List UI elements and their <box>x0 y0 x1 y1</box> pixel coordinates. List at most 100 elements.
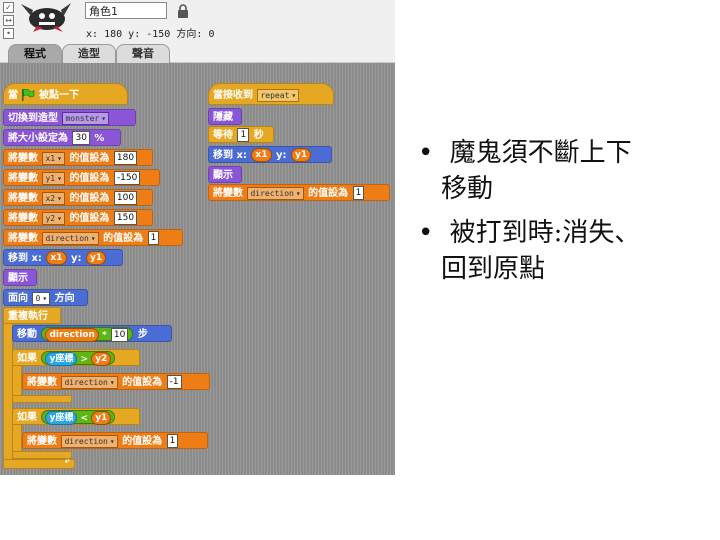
wait-block[interactable]: 等待 1 秒 <box>208 126 274 143</box>
move-steps-block[interactable]: 移動 direction * 10 步 <box>12 325 172 342</box>
switch-costume-block[interactable]: 切換到造型 monster <box>3 109 136 126</box>
block-label: 的值設為 <box>308 188 349 199</box>
set-variable-block[interactable]: 將變數 y2 的值設為 150 <box>3 209 153 226</box>
variable-dropdown[interactable]: direction <box>42 231 99 245</box>
y-reporter[interactable]: y1 <box>86 251 107 265</box>
sprite-header: ✓ ↔ • 角色1 x: 180 y: -150 方向: 0 程式 造型 聲音 <box>0 0 395 63</box>
set-variable-block[interactable]: 將變數 x2 的值設為 100 <box>3 189 153 206</box>
variable-dropdown[interactable]: x2 <box>42 191 65 205</box>
variable-dropdown[interactable]: x1 <box>42 151 65 165</box>
show-block[interactable]: 顯示 <box>3 269 37 286</box>
rotation-style-checkbox[interactable]: ✓ <box>3 2 14 13</box>
forever-block-bottom: ↲ <box>3 456 75 469</box>
when-flag-clicked-block[interactable]: 當 被點一下 <box>3 83 128 105</box>
block-label: 移到 x: <box>8 253 42 264</box>
value-input[interactable]: 1 <box>352 186 365 200</box>
variable-dropdown[interactable]: direction <box>247 186 304 200</box>
set-variable-block[interactable]: 將變數 y1 的值設為 -150 <box>3 169 160 186</box>
sprite-name-field[interactable]: 角色1 <box>85 2 167 19</box>
if-block[interactable]: 如果 y座標 < y1 <box>12 408 140 425</box>
show-block[interactable]: 顯示 <box>208 166 242 183</box>
direction-dropdown[interactable]: 0 <box>32 291 51 305</box>
size-unit: % <box>94 133 105 144</box>
variable-dropdown[interactable]: y1 <box>42 171 65 185</box>
if-block-bottom <box>12 451 72 459</box>
block-label: 如果 <box>17 353 37 364</box>
steps-input[interactable]: 10 <box>110 328 129 342</box>
tab-costumes[interactable]: 造型 <box>62 44 116 63</box>
tab-sounds[interactable]: 聲音 <box>116 44 170 63</box>
forever-block[interactable]: 重複執行 <box>3 307 61 324</box>
bullet-item: • 被打到時:消失、 <box>418 215 640 251</box>
value-input[interactable]: 100 <box>113 191 138 205</box>
set-variable-block[interactable]: 將變數 direction 的值設為 1 <box>22 432 208 449</box>
rotation-lr-checkbox[interactable]: ↔ <box>3 15 14 26</box>
hat-suffix: 被點一下 <box>38 90 79 101</box>
value-input[interactable]: 1 <box>166 434 179 448</box>
block-label: y: <box>275 150 287 161</box>
x-reporter[interactable]: x1 <box>251 148 272 162</box>
set-variable-block[interactable]: 將變數 direction 的值設為 1 <box>3 229 183 246</box>
set-variable-block[interactable]: 將變數 direction 的值設為 1 <box>208 184 390 201</box>
tab-scripts[interactable]: 程式 <box>8 44 62 63</box>
variable-dropdown[interactable]: direction <box>61 375 118 389</box>
block-label: 切換到造型 <box>8 113 58 124</box>
y-value: -150 <box>146 29 171 40</box>
rotation-none-checkbox[interactable]: • <box>3 28 14 39</box>
if-block-bottom <box>12 395 72 403</box>
when-i-receive-block[interactable]: 當接收到 repeat <box>208 83 334 105</box>
operator-symbol: > <box>80 354 89 365</box>
value-input[interactable]: -150 <box>113 171 141 185</box>
bullet-text: 被打到時:消失、 <box>449 218 641 248</box>
if-block[interactable]: 如果 y座標 > y2 <box>12 349 140 366</box>
size-input[interactable]: 30 <box>72 131 90 145</box>
block-label: 如果 <box>17 412 37 423</box>
lock-icon[interactable] <box>177 4 189 18</box>
block-label: 的值設為 <box>69 213 110 224</box>
block-label: 的值設為 <box>69 173 110 184</box>
multiply-operator[interactable]: direction * 10 <box>41 327 134 342</box>
block-label: 將大小設定為 <box>8 133 68 144</box>
block-label: 將變數 <box>8 193 38 204</box>
less-than-operator[interactable]: y座標 < y1 <box>41 410 116 425</box>
block-label: 當接收到 <box>213 90 253 101</box>
y-position-reporter[interactable]: y座標 <box>45 411 78 425</box>
y-label: y: <box>128 29 141 40</box>
message-dropdown[interactable]: repeat <box>257 88 300 102</box>
scratch-editor: ✓ ↔ • 角色1 x: 180 y: -150 方向: 0 程式 造型 聲音 <box>0 0 395 475</box>
if-block-arm <box>12 365 22 399</box>
costume-dropdown[interactable]: monster <box>62 111 110 125</box>
green-flag-icon <box>22 89 35 101</box>
set-variable-block[interactable]: 將變數 x1 的值設為 180 <box>3 149 153 166</box>
direction-reporter[interactable]: direction <box>45 328 99 342</box>
seconds-input[interactable]: 1 <box>237 128 250 142</box>
block-label: 方向 <box>54 293 75 304</box>
go-to-xy-block[interactable]: 移到 x: x1 y: y1 <box>208 146 332 163</box>
set-size-block[interactable]: 將大小設定為 30 % <box>3 129 121 146</box>
block-label: 的值設為 <box>122 377 163 388</box>
x-reporter[interactable]: x1 <box>46 251 67 265</box>
sprite-coordinates: x: 180 y: -150 方向: 0 <box>86 25 214 40</box>
bullet-text: 魔鬼須不斷上下 <box>449 138 632 168</box>
y-reporter[interactable]: y1 <box>291 148 312 162</box>
greater-than-operator[interactable]: y座標 > y2 <box>41 351 116 366</box>
value-input[interactable]: -1 <box>166 375 182 389</box>
value-input[interactable]: 180 <box>113 151 138 165</box>
set-variable-block[interactable]: 將變數 direction 的值設為 -1 <box>22 373 210 390</box>
block-label: 移到 x: <box>213 150 247 161</box>
variable-reporter[interactable]: y1 <box>91 411 112 425</box>
block-label: 將變數 <box>213 188 243 199</box>
y-position-reporter[interactable]: y座標 <box>45 352 78 366</box>
value-input[interactable]: 1 <box>147 231 160 245</box>
variable-dropdown[interactable]: direction <box>61 434 118 448</box>
variable-reporter[interactable]: y2 <box>91 352 112 366</box>
sprite-thumbnail-icon[interactable] <box>17 2 73 32</box>
value-input[interactable]: 150 <box>113 211 138 225</box>
scripts-area[interactable]: 當 被點一下 切換到造型 monster 將大小設定為 30 % 將變數 x1 … <box>0 63 395 475</box>
go-to-xy-block[interactable]: 移到 x: x1 y: y1 <box>3 249 123 266</box>
hide-block[interactable]: 隱藏 <box>208 108 242 125</box>
point-in-direction-block[interactable]: 面向 0 方向 <box>3 289 88 306</box>
variable-dropdown[interactable]: y2 <box>42 211 65 225</box>
x-value: 180 <box>104 29 123 40</box>
operator-symbol: < <box>80 413 89 424</box>
